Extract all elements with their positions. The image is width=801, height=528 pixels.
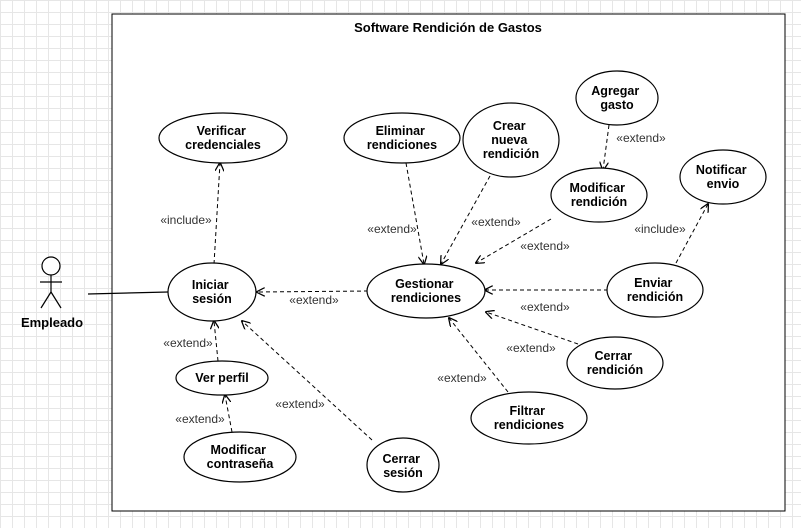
connector-include-verificar xyxy=(213,163,220,265)
system-title: Software Rendición de Gastos xyxy=(354,20,542,35)
connector-extend-crear xyxy=(441,175,491,264)
connector-extend-modificar-rendicion xyxy=(476,218,552,263)
uc-eliminar-line1: Eliminar xyxy=(376,124,425,138)
use-case-crear-nueva-rendicion[interactable]: Crear nueva rendición xyxy=(462,102,560,178)
label-extend-modificar-contrasena: «extend» xyxy=(175,412,225,426)
label-extend-enviar: «extend» xyxy=(520,300,570,314)
uc-crear-line2: nueva xyxy=(491,133,528,147)
svg-text:Verificar credenciales: Verificar credenciales xyxy=(185,124,261,152)
uc-agregar-line1: Agregar xyxy=(591,84,639,98)
use-case-gestionar-rendiciones[interactable]: Gestionar rendiciones xyxy=(366,263,486,319)
uc-enviar-line2: rendición xyxy=(627,290,683,304)
uc-notificar-line2: envio xyxy=(707,177,740,191)
uc-notificar-line1: Notificar xyxy=(696,163,747,177)
uc-enviar-line1: Enviar xyxy=(634,276,672,290)
uc-gestionar-line1: Gestionar xyxy=(395,277,453,291)
connector-extend-cerrar-sesion xyxy=(242,321,373,441)
use-case-modificar-rendicion[interactable]: Modificar rendición xyxy=(550,167,648,223)
svg-text:Iniciar sesión: Iniciar sesión xyxy=(192,278,232,306)
label-extend-modificar-rendicion: «extend» xyxy=(520,239,570,253)
label-extend-cerrar-sesion: «extend» xyxy=(275,397,325,411)
connector-extend-filtrar xyxy=(449,318,509,393)
uc-crear-line3: rendición xyxy=(483,147,539,161)
uc-cerrar-rend-line1: Cerrar xyxy=(594,349,632,363)
svg-text:Ver perfil: Ver perfil xyxy=(195,371,249,385)
svg-text:Notificar envio: Notificar envio xyxy=(696,163,750,191)
uc-modrend-line1: Modificar xyxy=(569,181,625,195)
svg-text:Agregar gasto: Agregar gasto xyxy=(591,84,642,112)
svg-text:Cerrar rendición: Cerrar rendición xyxy=(587,349,643,377)
use-case-cerrar-rendicion[interactable]: Cerrar rendición xyxy=(566,336,664,390)
association-line xyxy=(87,291,169,295)
label-extend-agregar-gasto: «extend» xyxy=(616,131,666,145)
uc-verificar-line1: Verificar xyxy=(197,124,246,138)
svg-text:Crear nueva rendic: Crear nueva rendición xyxy=(483,119,539,161)
use-case-verificar-credenciales[interactable]: Verificar credenciales xyxy=(158,112,288,164)
use-case-cerrar-sesion[interactable]: Cerrar sesión xyxy=(366,437,440,493)
label-extend-ver-perfil: «extend» xyxy=(163,336,213,350)
uc-modcontra-line2: contraseña xyxy=(207,457,275,471)
use-case-iniciar-sesion[interactable]: Iniciar sesión xyxy=(167,262,257,322)
label-extend-cerrar-rendicion: «extend» xyxy=(506,341,556,355)
label-extend-filtrar: «extend» xyxy=(437,371,487,385)
actor-head xyxy=(41,256,61,276)
uc-iniciar-line1: Iniciar xyxy=(192,278,229,292)
svg-text:Enviar rendición: Enviar rendición xyxy=(627,276,683,304)
connector-extend-agregar-gasto xyxy=(603,124,610,170)
use-case-agregar-gasto[interactable]: Agregar gasto xyxy=(575,70,659,126)
uc-iniciar-line2: sesión xyxy=(192,292,232,306)
label-extend-gestionar-iniciar: «extend» xyxy=(289,293,339,307)
connector-extend-modificar-contrasena xyxy=(225,395,233,433)
svg-text:Cerrar sesión: Cerrar sesión xyxy=(382,452,423,480)
connector-extend-gestionar-iniciar xyxy=(257,291,369,292)
uc-agregar-line2: gasto xyxy=(600,98,634,112)
connector-extend-cerrar-rendicion xyxy=(486,312,579,345)
svg-text:Filtrar rendiciones: Filtrar rendiciones xyxy=(494,404,564,432)
uc-cerrar-sesion-line2: sesión xyxy=(383,466,423,480)
actor-right-leg xyxy=(50,291,62,309)
uc-ver-perfil-line1: Ver perfil xyxy=(195,371,249,385)
svg-text:Modificar rendición: Modificar rendición xyxy=(569,181,628,209)
svg-text:Eliminar rendiciones: Eliminar rendiciones xyxy=(367,124,437,152)
uc-cerrar-rend-line2: rendición xyxy=(587,363,643,377)
uc-crear-line1: Crear xyxy=(493,119,526,133)
uc-verificar-line2: credenciales xyxy=(185,138,261,152)
uc-modrend-line2: rendición xyxy=(571,195,627,209)
actor-label: Empleado xyxy=(21,315,83,330)
use-case-modificar-contrasena[interactable]: Modificar contraseña xyxy=(183,431,297,483)
label-include-verificar: «include» xyxy=(160,213,212,227)
actor-empleado: Empleado xyxy=(21,256,83,330)
use-case-enviar-rendicion[interactable]: Enviar rendición xyxy=(606,262,704,318)
uc-modcontra-line1: Modificar xyxy=(210,443,266,457)
use-case-notificar-envio[interactable]: Notificar envio xyxy=(679,149,767,205)
connector-extend-eliminar xyxy=(405,162,424,264)
relationship-labels: «include» «extend» «extend» «extend» «ex… xyxy=(160,131,686,426)
uc-filtrar-line2: rendiciones xyxy=(494,418,564,432)
relationships xyxy=(213,124,708,441)
svg-text:Modificar contraseña: Modificar contraseña xyxy=(207,443,275,471)
label-extend-eliminar: «extend» xyxy=(367,222,417,236)
uc-eliminar-line2: rendiciones xyxy=(367,138,437,152)
use-case-ver-perfil[interactable]: Ver perfil xyxy=(175,360,269,396)
label-include-notificar: «include» xyxy=(634,222,686,236)
label-extend-crear: «extend» xyxy=(471,215,521,229)
uc-cerrar-sesion-line1: Cerrar xyxy=(382,452,420,466)
use-case-filtrar-rendiciones[interactable]: Filtrar rendiciones xyxy=(470,391,588,445)
uc-filtrar-line1: Filtrar xyxy=(510,404,546,418)
uc-gestionar-line2: rendiciones xyxy=(391,291,461,305)
use-case-eliminar-rendiciones[interactable]: Eliminar rendiciones xyxy=(343,112,461,164)
actor-left-leg xyxy=(40,291,52,309)
svg-text:Gestionar rendiciones: Gestionar rendiciones xyxy=(391,277,461,305)
